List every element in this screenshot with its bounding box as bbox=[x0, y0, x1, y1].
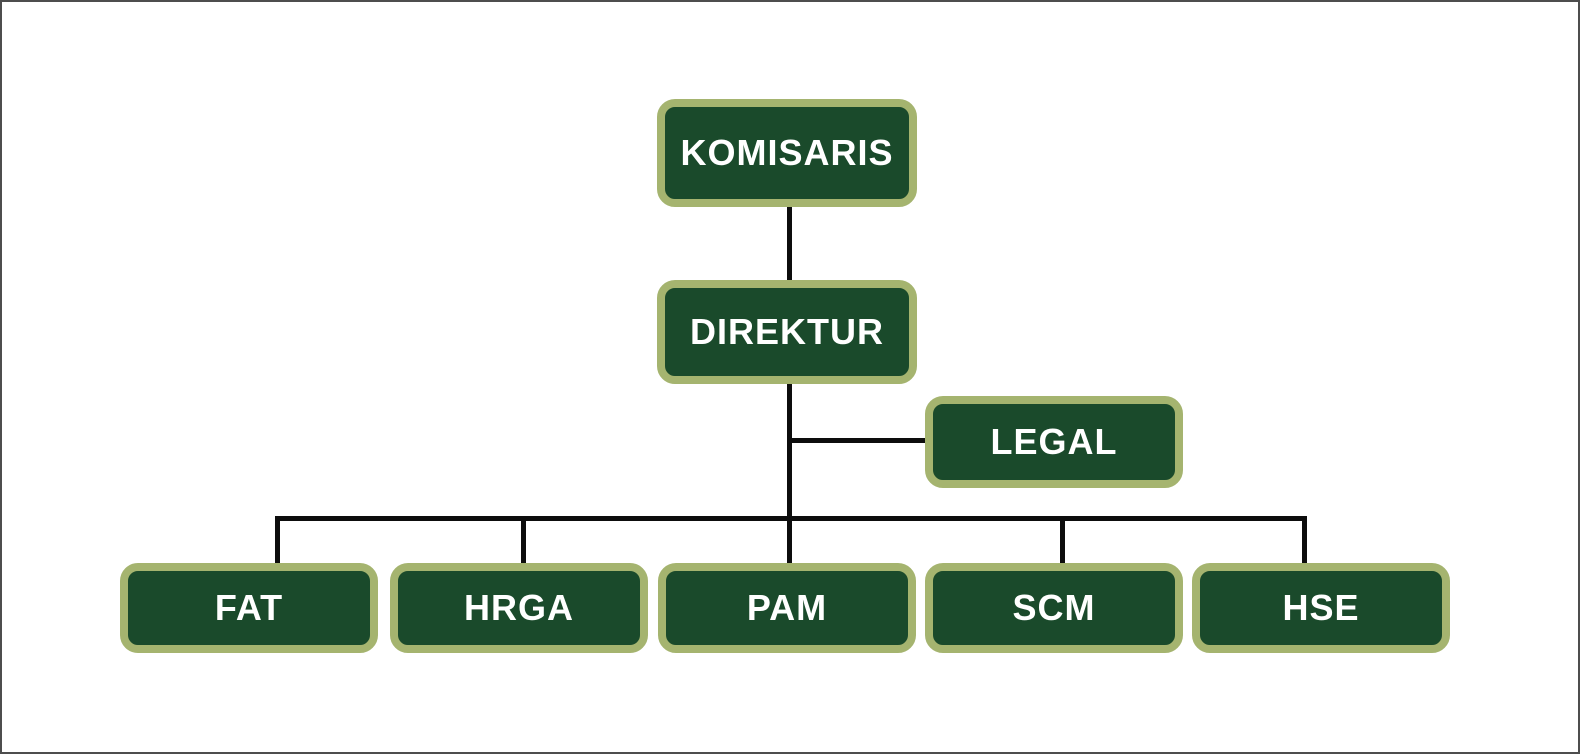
connector-drop-hse bbox=[1302, 516, 1307, 565]
org-node-hrga-label: HRGA bbox=[464, 587, 574, 628]
org-node-komisaris-label: KOMISARIS bbox=[680, 132, 894, 173]
org-node-direktur: DIREKTUR bbox=[657, 280, 917, 384]
connector-drop-scm bbox=[1060, 516, 1065, 565]
org-node-hse-label: HSE bbox=[1282, 587, 1360, 628]
org-node-direktur-label: DIREKTUR bbox=[690, 311, 884, 352]
connector-direktur-legal bbox=[792, 438, 925, 443]
org-node-hse: HSE bbox=[1192, 563, 1450, 653]
connector-drop-hrga bbox=[521, 516, 526, 565]
org-node-pam: PAM bbox=[658, 563, 916, 653]
org-node-fat: FAT bbox=[120, 563, 378, 653]
connector-horizontal-bus bbox=[275, 516, 1307, 521]
connector-direktur-to-bottom-row bbox=[787, 382, 792, 565]
org-node-legal-label: LEGAL bbox=[990, 421, 1118, 462]
org-node-legal: LEGAL bbox=[925, 396, 1183, 488]
org-node-komisaris: KOMISARIS bbox=[657, 99, 917, 207]
org-node-scm-label: SCM bbox=[1012, 587, 1096, 628]
org-node-pam-label: PAM bbox=[746, 587, 828, 628]
org-node-hrga: HRGA bbox=[390, 563, 648, 653]
connector-komisaris-direktur bbox=[787, 205, 792, 282]
connector-drop-fat bbox=[275, 516, 280, 565]
org-node-scm: SCM bbox=[925, 563, 1183, 653]
org-node-fat-label: FAT bbox=[214, 587, 284, 628]
